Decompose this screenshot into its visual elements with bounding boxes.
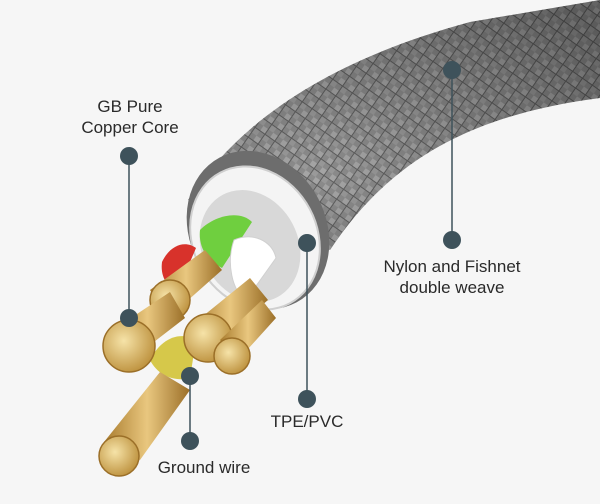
copper-conductors — [98, 250, 276, 477]
label-nylon-weave: Nylon and Fishnet double weave — [383, 257, 521, 297]
label-ground-wire: Ground wire — [157, 458, 251, 477]
marker-dot-ground-bottom — [181, 432, 199, 450]
callout-nylon-weave — [443, 61, 461, 249]
marker-dot-braid-bottom — [443, 231, 461, 249]
callout-jacket — [298, 234, 316, 408]
label-jacket: TPE/PVC — [270, 412, 344, 431]
marker-dot-jacket-bottom — [298, 390, 316, 408]
marker-dot-copper-bottom — [120, 309, 138, 327]
callout-copper-core — [120, 147, 138, 327]
label-copper-core: GB Pure Copper Core — [81, 97, 179, 137]
inner-wires — [150, 215, 277, 380]
marker-dot-braid-top — [443, 61, 461, 79]
callout-ground — [181, 367, 199, 450]
marker-dot-jacket-top — [298, 234, 316, 252]
marker-dot-ground-top — [181, 367, 199, 385]
marker-dot-copper-top — [120, 147, 138, 165]
